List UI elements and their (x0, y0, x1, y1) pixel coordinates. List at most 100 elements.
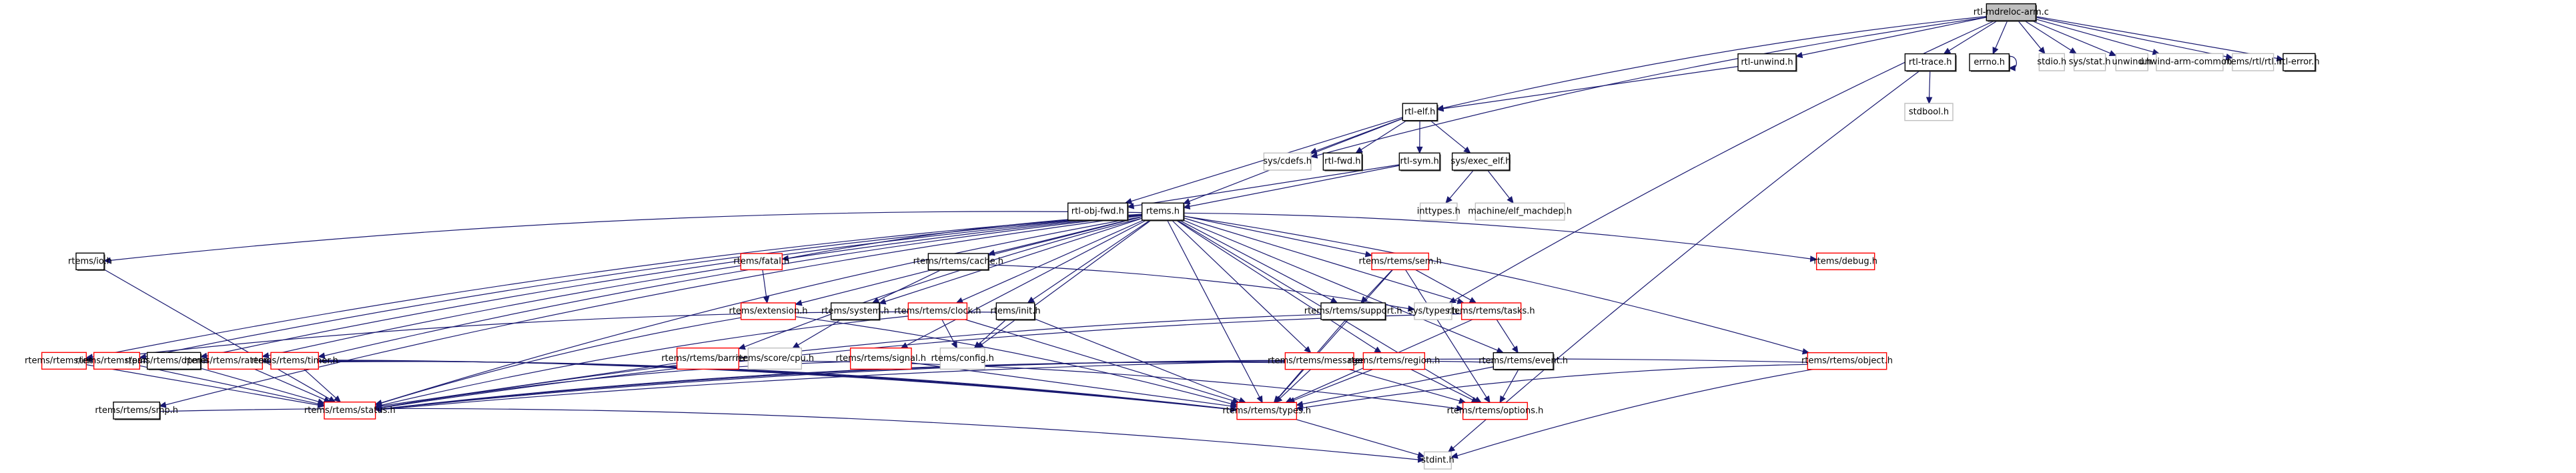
node-box (995, 302, 1035, 320)
arrowhead-icon (1374, 346, 1382, 354)
edge-rtl_elf-to-rtl_sym (1416, 120, 1423, 154)
node-label: unwind.h (2112, 57, 2152, 67)
edge-line (1296, 419, 1419, 456)
edge-line (92, 213, 1142, 358)
edge-line (906, 219, 1147, 346)
edge-root-to-rtl_error (2036, 16, 2284, 62)
edge-line (254, 368, 326, 400)
node-rtems-timer[interactable]: rtems/rtems/timer.h (251, 352, 338, 370)
node-box (939, 347, 985, 370)
node-sys-exec-elf[interactable]: sys/exec_elf.h (1451, 152, 1511, 171)
edge-line (1948, 20, 1998, 51)
node-rtl-obj-fwd[interactable]: rtl-obj-fwd.h (1067, 202, 1129, 221)
node-rtems-ratemon[interactable]: rtems/rtems/ratemon.h (185, 352, 286, 370)
arrowhead-icon (1436, 105, 1444, 112)
node-label: rtl-sym.h (1400, 157, 1439, 167)
node-rtems-message[interactable]: rtems/rtems/message.h (1268, 352, 1371, 370)
arrowhead-icon (1182, 198, 1191, 205)
node-rtems-system[interactable]: rtems/system.h (821, 302, 889, 321)
edge-rtems_types-to-stdint (1296, 419, 1425, 458)
node-box (1969, 53, 2010, 71)
edge-line (941, 319, 955, 343)
node-box (1451, 152, 1511, 171)
edge-line (1294, 369, 1373, 401)
node-label: rtl-mdreloc-arm.c (1974, 7, 2049, 17)
node-rtems-extension[interactable]: rtems/extension.h (729, 302, 808, 320)
node-rtems[interactable]: rtems.h (1141, 202, 1185, 221)
node-label: rtems/rtems/smp.h (95, 406, 178, 416)
node-rtems-object[interactable]: rtems/rtems/object.h (1801, 352, 1893, 370)
edge-rtems-to-rtems_part (139, 214, 1142, 360)
node-rtems-init[interactable]: rtems/init.h (990, 302, 1041, 321)
edge-line (2018, 20, 2042, 49)
node-rtems-part[interactable]: rtems/rtems/part.h (75, 352, 158, 370)
node-rtems-intr[interactable]: rtems/rtems/intr.h (25, 352, 103, 370)
node-box (75, 252, 105, 271)
edge-line (1801, 17, 1987, 56)
node-rtems-status[interactable]: rtems/rtems/status.h (304, 401, 396, 420)
node-box (2115, 53, 2149, 71)
node-rtl-elf[interactable]: rtl-elf.h (1402, 103, 1438, 122)
node-box (1462, 402, 1529, 420)
node-rtl-fwd[interactable]: rtl-fwd.h (1322, 152, 1363, 171)
node-rtl-trace[interactable]: rtl-trace.h (1904, 53, 1957, 72)
node-rtems-options[interactable]: rtems/rtems/options.h (1447, 402, 1544, 420)
node-rtems-io[interactable]: rtems/io.h (68, 252, 112, 271)
node-rtems-debug[interactable]: rtems/debug.h (1813, 252, 1877, 271)
node-label: sys/cdefs.h (1263, 157, 1312, 167)
node-rtems-clock[interactable]: rtems/rtems/clock.h (894, 302, 981, 320)
edge-rtl_elf-to-rtl_fwd (1355, 120, 1407, 153)
edge-line (2036, 17, 2227, 57)
node-box (270, 352, 320, 370)
node-rtems-barrier[interactable]: rtems/rtems/barrier.h (661, 347, 755, 370)
edge-root-to-sys_stat (2024, 20, 2078, 54)
node-rtems-event[interactable]: rtems/rtems/event.h (1478, 352, 1568, 371)
node-rtems-support[interactable]: rtems/rtems/support.h (1304, 302, 1402, 321)
node-rtems-dpmem[interactable]: rtems/rtems/dpmem.h (125, 352, 223, 370)
arrowhead-icon (1027, 296, 1035, 304)
node-rtems-cache[interactable]: rtems/rtems/cache.h (913, 253, 1003, 271)
node-rtems-types[interactable]: rtems/rtems/types.h (1222, 402, 1311, 420)
edge-line (1133, 164, 1400, 207)
edge-line (304, 368, 337, 399)
node-rtems-smp[interactable]: rtems/rtems/smp.h (95, 401, 178, 420)
edge-line (988, 264, 1409, 310)
edge-line (1405, 269, 1487, 398)
edge-rtems-to-rtems_intr (85, 213, 1142, 360)
edge-rtl_sym-to-rtl_obj_fwd (1126, 164, 1400, 209)
node-rtl-error[interactable]: rtl-error.h (2278, 53, 2320, 72)
edge-rtl_elf-to-sys_exec_elf (1430, 120, 1471, 154)
node-rtems-signal[interactable]: rtems/rtems/signal.h (836, 347, 926, 370)
edge-line (1929, 70, 1931, 98)
node-label: inttypes.h (1417, 207, 1460, 217)
node-shadow (2284, 55, 2316, 72)
node-root[interactable]: rtl-mdreloc-arm.c (1974, 3, 2049, 22)
edge-line (1189, 165, 1400, 207)
arrowhead-icon (1275, 396, 1283, 404)
node-rtl-unwind[interactable]: rtl-unwind.h (1737, 53, 1797, 72)
node-box (1263, 152, 1312, 171)
node-label: rtems/io.h (68, 256, 112, 266)
node-label: rtems/config.h (931, 354, 993, 364)
edge-line (877, 269, 942, 301)
edge-rtems-to-rtems_io (103, 211, 1142, 264)
edge-line (1280, 369, 1311, 399)
edge-line (978, 319, 1007, 345)
node-rtems-tasks[interactable]: rtems/rtems/tasks.h (1448, 302, 1535, 320)
node-rtems-region[interactable]: rtems/rtems/region.h (1348, 352, 1440, 370)
node-rtl-sym[interactable]: rtl-sym.h (1398, 152, 1441, 171)
edge-line (381, 361, 1364, 410)
node-box (849, 347, 912, 370)
node-rtems-fatal[interactable]: rtems/fatal.h (733, 253, 789, 271)
node-rtems-config: rtems/config.h (931, 347, 994, 370)
edge-line (1452, 70, 1920, 449)
node-label: rtems/system.h (821, 306, 889, 316)
node-rtems-sem[interactable]: rtems/rtems/sem.h (1359, 252, 1442, 271)
node-shadow (1988, 5, 2037, 22)
node-errno[interactable]: errno.h (1969, 53, 2010, 72)
node-label: rtems/rtems/ratemon.h (185, 356, 286, 366)
edge-rtems-to-rtems_ratemon (262, 214, 1142, 359)
node-box (113, 401, 161, 420)
edge-rtems_object-to-rtems_status (374, 358, 1808, 413)
edge-line (1183, 215, 1366, 255)
